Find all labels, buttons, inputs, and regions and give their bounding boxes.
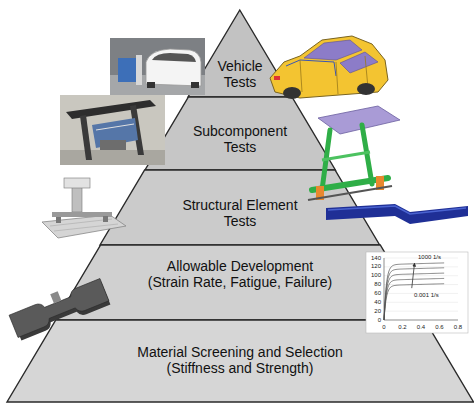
axis-tick: 0 xyxy=(378,317,381,324)
band-label: Vehicle Tests xyxy=(211,58,269,90)
grid-line xyxy=(384,266,458,267)
pyramid-band: Subcomponent Tests xyxy=(145,97,335,170)
band-text-box: Allowable Development (Strain Rate, Fati… xyxy=(146,258,334,290)
strain-rate-label: 1000 1/s xyxy=(418,254,441,261)
band-text-box: Subcomponent Tests xyxy=(184,123,296,155)
subcomponent-rig-photo xyxy=(60,95,165,165)
axis-tick: 0.2 xyxy=(398,324,406,331)
stress-strain-curve xyxy=(384,284,444,320)
band-outline xyxy=(145,97,335,170)
grid-line xyxy=(384,275,458,276)
body-frame-cad-model xyxy=(308,106,400,200)
axis-tick: 40 xyxy=(374,299,381,306)
band-label: Subcomponent Tests xyxy=(184,123,296,155)
axis-tick: 0 xyxy=(382,324,385,331)
band-label: Material Screening and Selection (Stiffn… xyxy=(124,344,356,376)
band-label: Structural Element Tests xyxy=(174,197,306,229)
stress-strain-curve xyxy=(384,278,444,320)
band-text-box: Structural Element Tests xyxy=(174,197,306,229)
axis-tick: 20 xyxy=(374,308,381,315)
stress-strain-chart xyxy=(366,252,468,333)
axis-tick: 100 xyxy=(371,272,381,279)
strain-rate-label: 0.001 1/s xyxy=(414,292,439,299)
grid-line xyxy=(384,311,458,312)
stress-strain-curve xyxy=(384,273,444,320)
band-label: Allowable Development (Strain Rate, Fati… xyxy=(146,258,334,290)
band-text-box: Vehicle Tests xyxy=(211,58,269,90)
axis-tick: 80 xyxy=(374,281,381,288)
band-text-box: Material Screening and Selection (Stiffn… xyxy=(124,344,356,376)
crash-test-photo xyxy=(110,38,205,95)
vehicle-cad-model xyxy=(270,36,388,99)
axis-tick: 0.6 xyxy=(435,324,443,331)
axis-tick: 120 xyxy=(371,263,381,270)
tensile-specimen xyxy=(8,275,111,341)
structural-test-rig xyxy=(42,178,126,238)
grid-line xyxy=(384,302,458,303)
stress-strain-curve xyxy=(384,268,444,320)
beam-fe-model xyxy=(326,204,468,224)
stress-strain-curve xyxy=(384,263,444,320)
axis-tick: 60 xyxy=(374,290,381,297)
axis-tick: 0.8 xyxy=(454,324,462,331)
axis-tick: 140 xyxy=(371,255,381,262)
axis-tick: 0.4 xyxy=(417,324,425,331)
